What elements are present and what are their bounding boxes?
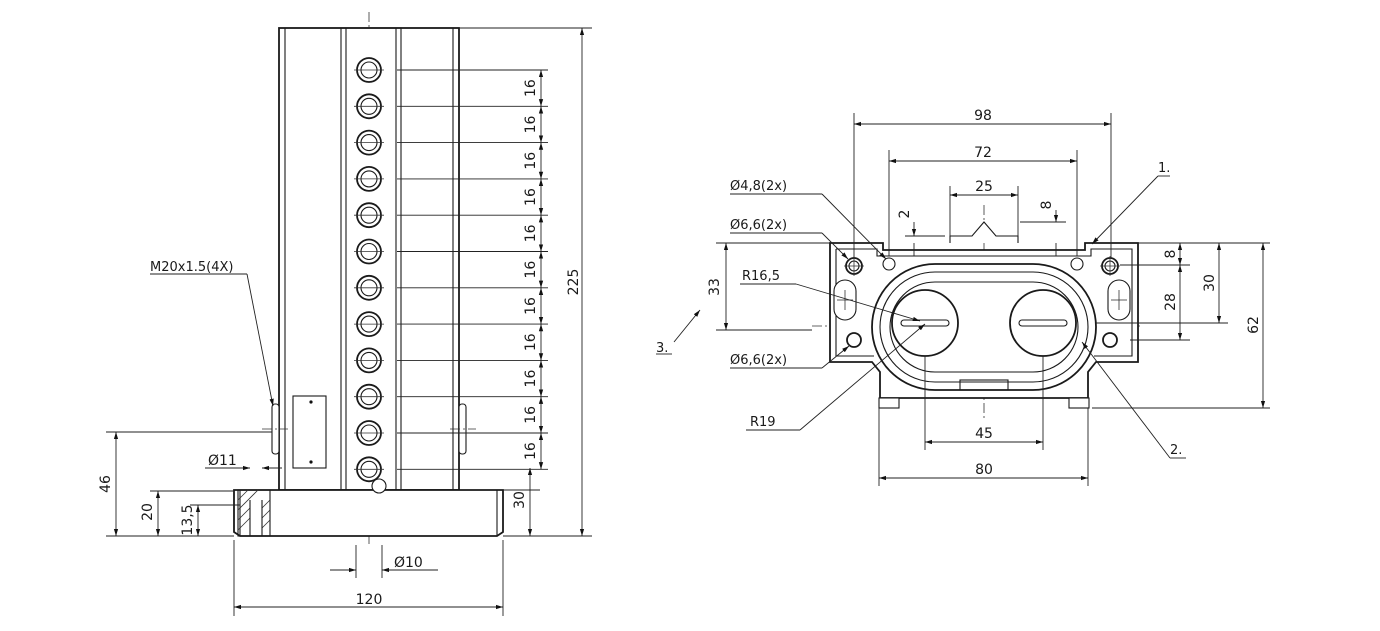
foot-left [878, 397, 900, 409]
pitch-label: 16 [523, 261, 539, 279]
outlet-11 [354, 420, 384, 446]
dim-d2: 2 [897, 210, 913, 219]
mount-hole-bottom-left [846, 332, 862, 348]
callout-3: 3. [656, 341, 668, 356]
foot-right [1068, 397, 1090, 409]
dim-base-height: 30 [512, 491, 528, 509]
dim-height-20: 20 [140, 503, 156, 521]
chamber-outer [871, 263, 1097, 391]
top-view: 98 72 25 2 8 Ø4,8(2x) Ø6,6(2x) R16,5 [656, 108, 1270, 486]
dim-h8-right: 8 [1163, 250, 1179, 259]
outlet-9 [354, 347, 384, 374]
outlet-6 [354, 238, 384, 265]
outlet-4 [354, 165, 384, 192]
dim-height-46: 46 [98, 475, 114, 493]
dim-w25: 25 [975, 179, 993, 195]
outlet-1 [354, 57, 384, 83]
outlet-3 [354, 129, 384, 156]
pitch-label: 16 [523, 370, 539, 388]
dim-w45: 45 [975, 426, 993, 442]
outlet-12 [354, 456, 384, 483]
housing-outline [829, 242, 1139, 399]
pitch-label: 16 [523, 333, 539, 351]
outlet-8 [354, 311, 384, 338]
pitch-dimension-chain: 16 16 16 16 16 16 16 16 16 16 16 [397, 69, 548, 470]
mount-hole-bottom-right [1102, 332, 1118, 348]
base-port-section [237, 489, 271, 537]
dim-h30: 30 [1202, 274, 1218, 292]
label-hole-48: Ø4,8(2x) [730, 179, 787, 194]
label-hole-66-top: Ø6,6(2x) [730, 218, 787, 233]
dim-w98: 98 [974, 108, 992, 124]
dim-w80: 80 [975, 462, 993, 478]
bottom-hole [371, 478, 387, 494]
dim-w72: 72 [974, 145, 992, 161]
dim-d8-top: 8 [1039, 201, 1055, 210]
pitch-label: 16 [523, 442, 539, 460]
dim-dia-11: Ø11 [208, 453, 237, 469]
callout-2: 2. [1170, 443, 1182, 458]
pitch-label: 16 [523, 297, 539, 315]
label-hole-66-bottom: Ø6,6(2x) [730, 353, 787, 368]
dim-dia-10: Ø10 [394, 555, 423, 571]
outlet-10 [354, 383, 384, 410]
dim-height-13-5: 13,5 [180, 504, 196, 535]
pin-hole-left [882, 257, 896, 271]
tower-base [233, 489, 504, 537]
dim-h28: 28 [1163, 293, 1179, 311]
pitch-label: 16 [523, 406, 539, 424]
outlet-7 [354, 274, 384, 301]
top-connector [949, 221, 1019, 243]
pitch-label: 16 [523, 115, 539, 133]
dim-d33: 33 [707, 278, 723, 296]
label-r165: R16,5 [742, 269, 780, 284]
label-r19: R19 [750, 415, 776, 430]
pitch-label: 16 [523, 152, 539, 170]
label-thread: M20x1.5(4X) [150, 260, 233, 275]
outlet-2 [354, 93, 384, 120]
pitch-label: 16 [523, 224, 539, 242]
outlet-5 [354, 202, 384, 229]
dim-h62: 62 [1246, 316, 1262, 334]
pitch-label: 16 [523, 79, 539, 97]
pitch-label: 16 [523, 188, 539, 206]
side-view: 16 16 16 16 16 16 16 16 16 16 16 225 30 46 20 13,5… [98, 12, 592, 616]
callout-1: 1. [1158, 161, 1170, 176]
dim-total-height: 225 [566, 269, 582, 296]
dim-width-120: 120 [356, 592, 383, 608]
pin-hole-right [1070, 257, 1084, 271]
outlet-column [354, 57, 384, 483]
nameplate [292, 395, 327, 469]
